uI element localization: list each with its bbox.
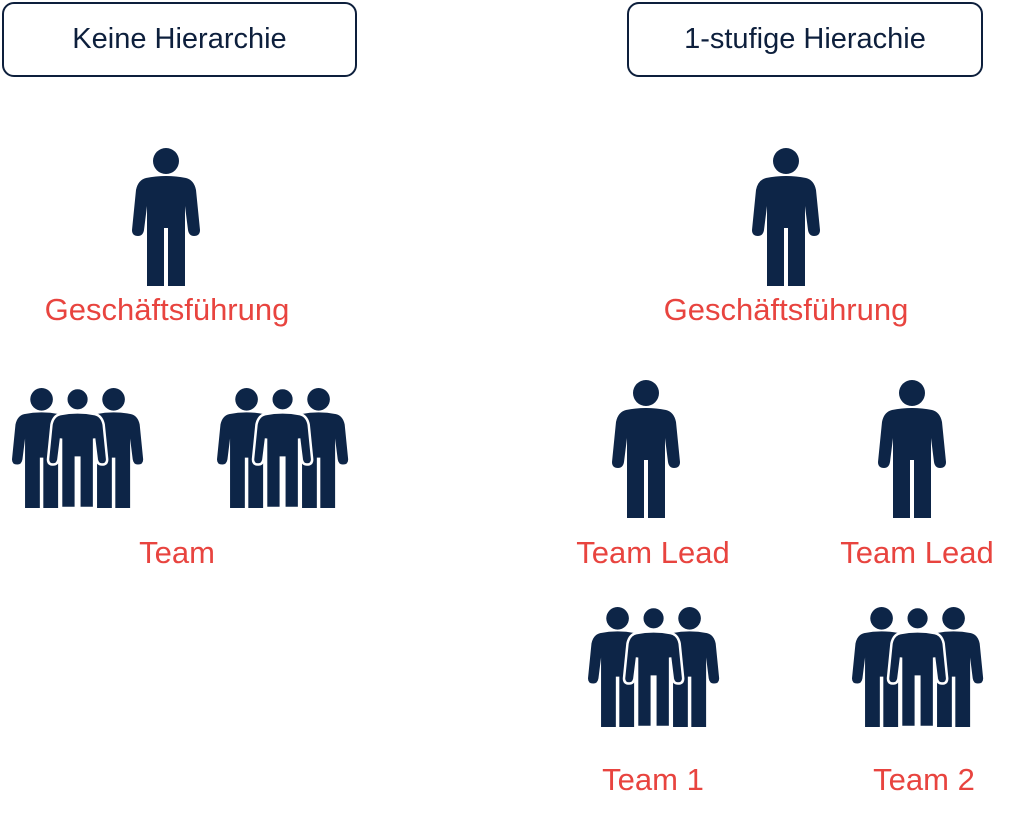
group-icon (852, 605, 984, 729)
group-icon (12, 386, 144, 510)
header-keine-hierarchie: Keine Hierarchie (2, 2, 357, 77)
header-keine-hierarchie-text: Keine Hierarchie (72, 23, 287, 55)
label-team-lead-1: Team Lead (576, 535, 730, 570)
person-icon (132, 148, 200, 286)
label-team-left: Team (139, 535, 215, 570)
label-geschaeftsfuehrung-right: Geschäftsführung (663, 292, 909, 327)
label-team-lead-2: Team Lead (840, 535, 994, 570)
label-geschaeftsfuehrung-left: Geschäftsführung (44, 292, 290, 327)
label-team-1: Team 1 (602, 762, 704, 797)
person-icon (752, 148, 820, 286)
label-team-2: Team 2 (873, 762, 975, 797)
group-icon (217, 386, 349, 510)
group-icon (588, 605, 720, 729)
person-icon (878, 380, 946, 518)
person-icon (612, 380, 680, 518)
header-1-stufige-hierarchie: 1-stufige Hierachie (627, 2, 983, 77)
header-1-stufige-hierarchie-text: 1-stufige Hierachie (684, 23, 926, 55)
